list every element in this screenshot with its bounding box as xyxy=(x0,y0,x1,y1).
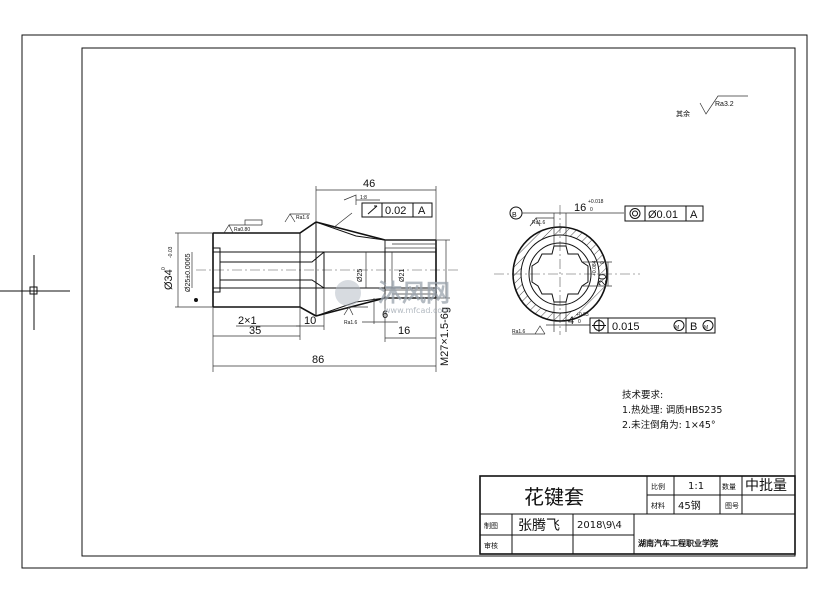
concentricity-value: Ø0.01 xyxy=(648,209,678,221)
dim-taper-slope: 1:8 xyxy=(360,195,367,201)
tech-req-item-1: 1.热处理: 调质HBS235 xyxy=(622,404,722,416)
main-tolerance-frame: 0.02 A xyxy=(361,202,433,218)
dim-thread-relief: 6 xyxy=(382,309,388,321)
dim-right-part: 16 xyxy=(398,325,410,337)
dim-thread: M27×1.5-6g xyxy=(439,307,451,366)
section-spline-tol-lower: 0 xyxy=(600,261,606,264)
position-value: 0.015 xyxy=(612,321,640,333)
dim-groove-width: 10 xyxy=(304,315,316,327)
datum-dot xyxy=(194,298,198,302)
position-frame: 0.015 M B M xyxy=(566,317,716,334)
scale-value: 1:1 xyxy=(688,481,704,492)
section-spline-dim: 20 xyxy=(597,274,609,286)
dim-outer-dia-tol-lower: -0.03 xyxy=(168,246,174,258)
material-label: 材料 xyxy=(651,501,665,510)
surface-finish-note: 其余 Ra3.2 xyxy=(676,95,748,118)
drawn-by: 张腾飞 xyxy=(518,517,560,534)
section-bottom-tol-lower: 0 xyxy=(578,319,581,325)
drawn-label: 制图 xyxy=(484,521,498,530)
position-mod2: M xyxy=(704,325,708,331)
tech-requirements: 技术要求: 1.热处理: 调质HBS235 2.未注倒角为: 1×45° xyxy=(622,389,722,431)
qty-value: 中批量 xyxy=(745,478,787,494)
dim-bore-dia: Ø25±0.0065 xyxy=(185,253,192,292)
section-roughness-bottom: Ra1.6 xyxy=(512,329,526,335)
title-block: 花键套 比例 1:1 数量 中批量 材料 45钢 图号 制图 张腾飞 2018\… xyxy=(479,475,796,555)
dim-groove: 2×1 xyxy=(238,315,257,327)
material-value: 45钢 xyxy=(678,499,701,512)
watermark-logo xyxy=(335,280,361,306)
watermark-url: www.mfcad.com xyxy=(384,306,450,315)
dim-total-length: 86 xyxy=(312,354,324,366)
section-keyway-width: 16 xyxy=(574,202,586,214)
main-tolerance-value: 0.02 xyxy=(385,205,406,217)
qty-label: 数量 xyxy=(722,482,736,491)
crosshair-cursor xyxy=(0,255,70,330)
section-keyway-tol-upper: +0.018 xyxy=(588,199,604,205)
section-roughness-top: Ra1.6 xyxy=(532,220,546,226)
section-view: B Ra1.6 16 +0.018 0 Ø0.01 A 20 +0.084 0 xyxy=(494,199,716,335)
spline-profile xyxy=(531,245,589,303)
drawing-no-label: 图号 xyxy=(725,502,739,510)
surface-finish-label: 其余 xyxy=(676,109,690,118)
position-mod1: M xyxy=(675,325,679,331)
roughness-top: Ra1.6 xyxy=(296,215,310,221)
tech-req-title: 技术要求: xyxy=(622,389,663,401)
dim-outer-dia: Ø34 xyxy=(163,269,175,290)
main-view: Ø34 0 -0.03 Ø25±0.0065 Ra0.80 Ra1.6 46 1… xyxy=(161,178,460,372)
concentricity-datum: A xyxy=(690,209,698,221)
watermark: 沐风网 www.mfcad.com xyxy=(335,279,450,315)
roughness-small: Ra1.6 xyxy=(344,320,358,326)
outer-border xyxy=(21,34,808,569)
dim-top-length: 46 xyxy=(363,178,375,190)
review-label: 审核 xyxy=(484,541,498,550)
dim-mid-dia: Ø25 xyxy=(357,269,364,282)
section-spline-tol-upper: +0.084 xyxy=(592,260,598,276)
drawn-date: 2018\9\4 xyxy=(577,520,622,531)
datum-b-label: B xyxy=(512,212,517,219)
dim-left-part: 35 xyxy=(249,325,261,337)
dim-thread-minor: Ø21 xyxy=(399,269,406,282)
position-datum: B xyxy=(690,321,697,333)
school-name: 湖南汽车工程职业学院 xyxy=(638,538,718,548)
watermark-brand: 沐风网 xyxy=(378,279,450,307)
concentricity-frame: Ø0.01 A xyxy=(624,205,704,222)
surface-finish-value: Ra3.2 xyxy=(715,101,734,108)
roughness-left: Ra0.80 xyxy=(234,227,250,233)
dim-outer-dia-tol-upper: 0 xyxy=(161,267,167,270)
inner-border xyxy=(81,47,796,557)
scale-label: 比例 xyxy=(651,482,665,491)
part-name: 花键套 xyxy=(524,485,584,509)
main-tolerance-datum: A xyxy=(418,205,426,217)
tech-req-item-2: 2.未注倒角为: 1×45° xyxy=(622,419,716,431)
section-keyway-tol-lower: 0 xyxy=(590,207,593,213)
section-bottom-tol-upper: +0.03 xyxy=(576,312,589,318)
section-bottom-dim: 4 xyxy=(568,315,574,327)
